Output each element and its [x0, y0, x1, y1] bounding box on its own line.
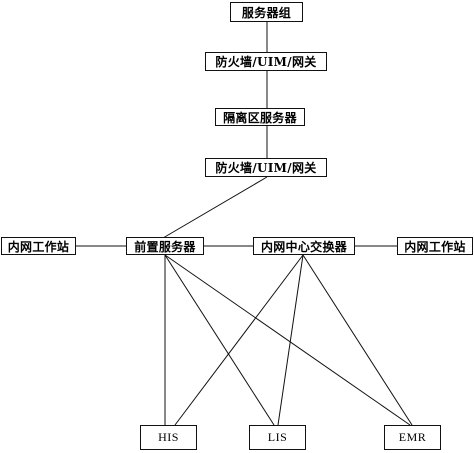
intranet-workstation-right-node: 内网工作站	[397, 237, 473, 255]
firewall-top-node: 防火墙/UIM/网关	[205, 52, 327, 71]
server-group-node: 服务器组	[230, 2, 303, 22]
link-firewall-frontserver	[162, 176, 268, 239]
intranet-workstation-left-node: 内网工作站	[1, 237, 76, 255]
link-frontserver-lis	[164, 254, 275, 426]
link-switch-emr	[302, 254, 413, 426]
firewall-bottom-node: 防火墙/UIM/网关	[205, 158, 327, 177]
lis-node: LIS	[249, 425, 306, 450]
core-switch-node: 内网中心交换器	[253, 237, 355, 255]
his-node: HIS	[140, 425, 197, 450]
link-switch-his	[174, 254, 304, 426]
dmz-server-node: 隔离区服务器	[215, 108, 305, 126]
link-switch-lis	[277, 254, 304, 426]
front-server-node: 前置服务器	[126, 237, 204, 255]
link-frontserver-emr	[164, 254, 411, 426]
emr-node: EMR	[384, 425, 441, 450]
